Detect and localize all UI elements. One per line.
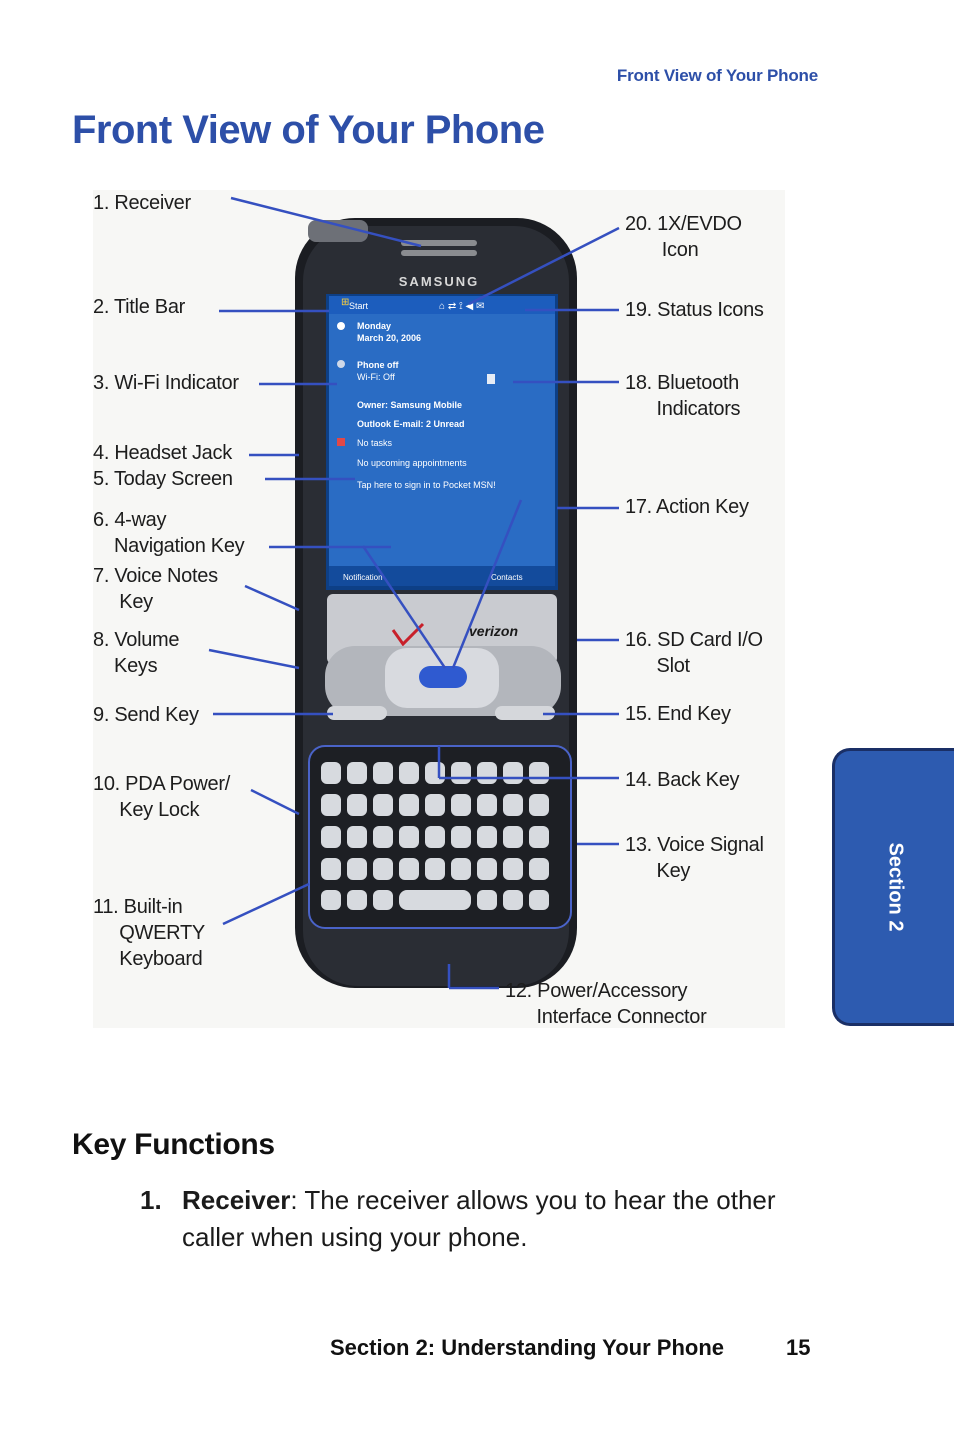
- label-status-icons: 19. Status Icons: [625, 299, 764, 321]
- page-number: 15: [786, 1335, 811, 1360]
- softkey-left: Notification: [343, 573, 383, 582]
- footer-section-title: Section 2: Understanding Your Phone: [330, 1335, 725, 1360]
- screen-phone-line2: Wi-Fi: Off: [357, 372, 395, 382]
- screen-phone-line1: Phone off: [357, 360, 399, 370]
- section-tab: Section 2: [832, 748, 954, 1026]
- screen-tasks-line: No tasks: [357, 438, 393, 448]
- label-qwerty-keyboard: 11. Built-in QWERTY Keyboard: [93, 896, 205, 970]
- key-functions-heading: Key Functions: [72, 1128, 275, 1161]
- carrier-logo: verizon: [469, 623, 518, 639]
- screen-mail-line: Outlook E-mail: 2 Unread: [357, 419, 465, 429]
- label-navigation-key: 6. 4-way Navigation Key: [93, 509, 245, 557]
- label-wifi-indicator: 3. Wi-Fi Indicator: [93, 372, 239, 394]
- label-send-key: 9. Send Key: [93, 704, 199, 726]
- list-item-number: 1.: [140, 1185, 162, 1215]
- screen-owner-line: Owner: Samsung Mobile: [357, 400, 462, 410]
- phone-illustration: SAMSUNG Start ⊞ ⌂ ⇄ ⟟ ◀ ✉ Monday March 2…: [208, 196, 620, 990]
- label-pda-power: 10. PDA Power/ Key Lock: [93, 773, 230, 821]
- label-receiver: 1. Receiver: [93, 192, 191, 214]
- label-volume-keys: 8. Volume Keys: [93, 629, 180, 677]
- label-power-accessory: 12. Power/Accessory Interface Connector: [505, 980, 707, 1028]
- label-1x-evdo-icon: 20. 1X/EVDO Icon: [625, 213, 742, 261]
- label-voice-notes-key: 7. Voice Notes Key: [93, 565, 218, 613]
- action-key: [419, 666, 467, 688]
- end-key: [495, 706, 555, 720]
- label-sd-card-slot: 16. SD Card I/O Slot: [625, 629, 763, 677]
- label-headset-jack: 4. Headset Jack: [93, 442, 232, 464]
- screen-msn-line: Tap here to sign in to Pocket MSN!: [357, 480, 496, 490]
- label-today-screen: 5. Today Screen: [93, 468, 233, 490]
- screen-appts-line: No upcoming appointments: [357, 458, 467, 468]
- send-key: [327, 706, 387, 720]
- list-item-body: Receiver: The receiver allows you to hea…: [182, 1182, 802, 1256]
- label-title-bar: 2. Title Bar: [93, 296, 185, 318]
- start-label: Start: [349, 301, 369, 311]
- label-end-key: 15. End Key: [625, 703, 731, 725]
- list-item-term: Receiver: [182, 1185, 291, 1215]
- receiver-cap: [308, 220, 368, 242]
- label-voice-signal-key: 13. Voice Signal Key: [625, 834, 764, 882]
- svg-text:⊞: ⊞: [341, 297, 349, 308]
- phone-diagram: SAMSUNG Start ⊞ ⌂ ⇄ ⟟ ◀ ✉ Monday March 2…: [93, 190, 785, 1028]
- list-item-text: : The receiver allows you to hear the ot…: [182, 1185, 776, 1252]
- screen-date-line1: Monday: [357, 321, 391, 331]
- label-action-key: 17. Action Key: [625, 496, 749, 518]
- section-tab-label: Section 2: [884, 842, 906, 932]
- page-title: Front View of Your Phone: [72, 108, 545, 152]
- softkey-right: Contacts: [491, 573, 523, 582]
- label-back-key: 14. Back Key: [625, 769, 740, 791]
- brand-logo: SAMSUNG: [399, 274, 479, 289]
- running-header: Front View of Your Phone: [616, 66, 818, 85]
- svg-text:⌂ ⇄ ⟟ ◀ ✉: ⌂ ⇄ ⟟ ◀ ✉: [439, 301, 484, 312]
- label-bluetooth-indicators: 18. Bluetooth Indicators: [625, 372, 741, 420]
- screen-date-line2: March 20, 2006: [357, 333, 421, 343]
